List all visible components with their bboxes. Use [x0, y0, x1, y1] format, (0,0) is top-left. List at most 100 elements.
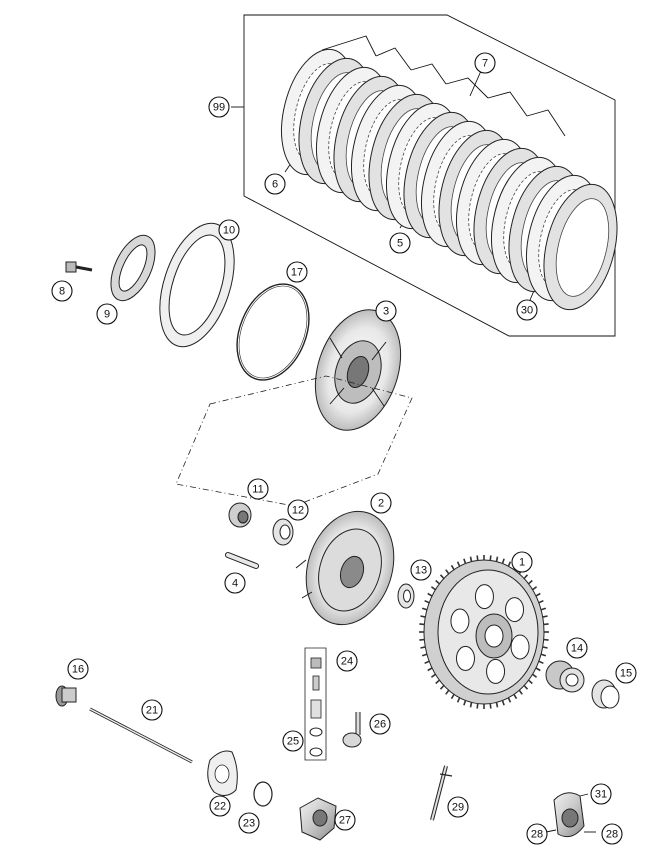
- gear-tooth: [535, 667, 541, 672]
- callout-circle: [370, 492, 392, 514]
- callout-number: 12: [292, 505, 304, 517]
- callout-c21: 21: [141, 699, 163, 721]
- callout-number: 13: [415, 565, 427, 577]
- callout-number: 6: [272, 179, 278, 191]
- callout-circle: [141, 699, 163, 721]
- callout-c22: 22: [209, 795, 231, 817]
- callout-number: 4: [232, 578, 238, 590]
- gear-tooth: [445, 569, 450, 575]
- gear-tooth: [535, 592, 541, 597]
- callout-circle: [209, 795, 231, 817]
- callout-circle: [208, 96, 230, 118]
- gear-tooth: [513, 693, 518, 700]
- sleeve: [591, 679, 620, 709]
- gear-tooth: [476, 555, 479, 561]
- callout-circle: [474, 52, 496, 74]
- gasket: [207, 750, 238, 796]
- gear-tooth: [523, 574, 529, 580]
- gear-tooth: [421, 653, 428, 657]
- gear-tooth: [424, 599, 430, 604]
- gear-tooth: [540, 653, 547, 657]
- inner-clutch-hub: [295, 510, 395, 626]
- callout-number: 25: [287, 736, 299, 748]
- gear-tooth: [495, 556, 499, 562]
- callout-c5: 5: [389, 232, 411, 254]
- gear-tooth: [543, 623, 549, 626]
- small-o-ring: [253, 781, 273, 807]
- gear-tooth: [419, 623, 425, 626]
- gear-tooth: [528, 579, 533, 585]
- callout-number: 1: [519, 557, 525, 569]
- callout-number: 23: [243, 818, 255, 830]
- callout-circle: [369, 713, 391, 735]
- callout-circle: [389, 232, 411, 254]
- gear-tooth: [450, 693, 455, 700]
- gear-tooth: [427, 667, 433, 672]
- basket-window: [455, 645, 475, 671]
- gear-tooth: [469, 702, 473, 708]
- callout-c3: 3: [375, 300, 397, 322]
- clutch-disc-stack: [281, 48, 618, 311]
- callout-circle: [247, 478, 269, 500]
- callout-c7: 7: [474, 52, 496, 74]
- gear-tooth: [507, 697, 512, 703]
- bushing: [545, 660, 585, 693]
- callout-c6: 6: [264, 173, 286, 195]
- gear-tooth: [538, 660, 544, 665]
- callout-c15: 15: [615, 662, 637, 684]
- basket-window: [505, 597, 525, 623]
- callout-number: 29: [452, 802, 464, 814]
- gear-tooth: [523, 684, 529, 690]
- callout-number: 28: [606, 829, 618, 841]
- callout-circle: [601, 823, 623, 845]
- callout-circle: [566, 637, 588, 659]
- callout-c99: 99: [208, 96, 230, 118]
- callout-c30: 30: [516, 299, 538, 321]
- callout-c27: 27: [334, 809, 356, 831]
- callout-number: 16: [72, 664, 84, 676]
- gear-tooth: [445, 689, 450, 695]
- gear-tooth: [542, 646, 548, 649]
- gear-tooth: [532, 586, 538, 591]
- callout-circle: [218, 219, 240, 241]
- basket-window: [450, 608, 470, 634]
- gear-tooth: [435, 579, 440, 585]
- callout-number: 28: [531, 829, 543, 841]
- gear-tooth: [532, 673, 538, 678]
- gear-tooth: [419, 638, 425, 641]
- callout-number: 8: [59, 286, 65, 298]
- pressure-washer: [159, 222, 235, 348]
- gear-tooth: [463, 700, 467, 706]
- gear-tooth: [507, 561, 512, 567]
- gear-tooth: [543, 638, 549, 641]
- callout-number: 11: [252, 484, 263, 496]
- gear-tooth: [424, 660, 430, 665]
- callout-c1: 1: [511, 551, 533, 573]
- callout-number: 5: [397, 238, 403, 250]
- callout-circle: [282, 730, 304, 752]
- gear-tooth: [540, 607, 547, 611]
- callout-circle: [511, 551, 533, 573]
- callout-c25: 25: [282, 730, 304, 752]
- gear-tooth: [421, 607, 428, 611]
- cover-assembly: [545, 792, 596, 838]
- callout-number: 9: [104, 309, 110, 321]
- gear-tooth: [439, 684, 445, 690]
- callout-number: 22: [214, 801, 226, 813]
- callout-circle: [264, 173, 286, 195]
- banjo-fitting: [342, 712, 362, 748]
- gear-tooth: [430, 586, 436, 591]
- o-ring: [236, 283, 310, 381]
- gear-tooth: [518, 689, 523, 695]
- callout-number: 2: [378, 498, 384, 510]
- gear-tooth: [430, 673, 436, 678]
- gear-tooth: [463, 558, 467, 564]
- gear-tooth: [427, 592, 433, 597]
- gear-tooth: [495, 702, 499, 708]
- callout-c16: 16: [67, 658, 89, 680]
- callout-number: 7: [482, 58, 488, 70]
- gear-tooth: [420, 646, 426, 649]
- gear-tooth: [420, 615, 426, 618]
- callout-c12: 12: [287, 499, 309, 521]
- callout-circle: [410, 559, 432, 581]
